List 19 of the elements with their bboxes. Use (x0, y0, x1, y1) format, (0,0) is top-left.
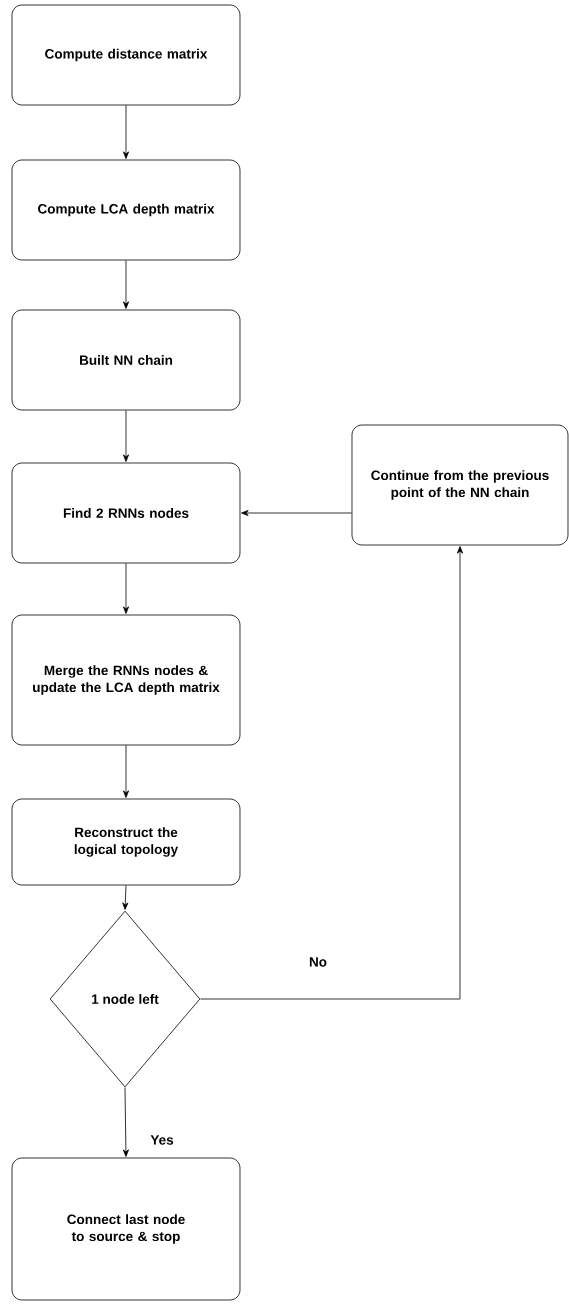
arrow (200, 546, 463, 1000)
arrow (123, 563, 129, 614)
arrow (123, 410, 129, 462)
process-box: Built NN chain (11, 309, 241, 411)
arrow (123, 745, 129, 798)
arrow (241, 510, 352, 516)
process-box: Reconstruct the logical topology (11, 798, 241, 886)
edge-label: Yes (148, 1133, 176, 1147)
edge-label: No (307, 955, 329, 969)
process-box: Continue from the previous point of the NN chain (351, 424, 569, 546)
arrow (122, 885, 129, 910)
process-box: Compute distance matrix (11, 4, 241, 106)
process-box: Connect last node to source & stop (11, 1157, 241, 1301)
arrow (123, 105, 129, 159)
process-box: Merge the RNNs nodes & update the LCA depth matrix (11, 614, 241, 746)
arrow (122, 1087, 129, 1157)
process-box: Compute LCA depth matrix (11, 159, 241, 261)
process-box: Find 2 RNNs nodes (11, 462, 241, 564)
arrow (123, 260, 129, 309)
